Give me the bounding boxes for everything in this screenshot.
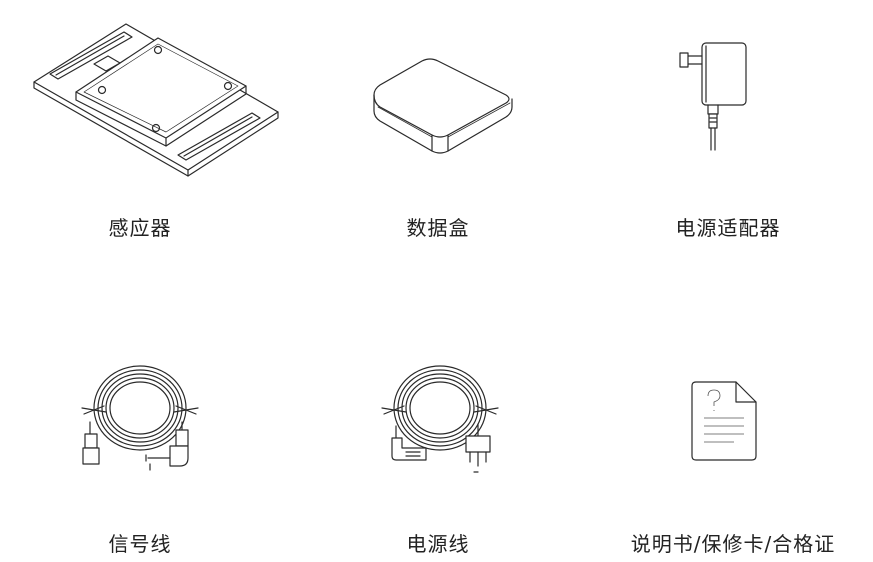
sensor-plate-icon [28, 20, 283, 177]
sensor-label: 感应器 [108, 216, 172, 240]
power-adapter-label: 电源适配器 [675, 216, 781, 240]
power-cable-icon [380, 362, 500, 477]
document-icon [690, 380, 760, 462]
data-box-icon [370, 55, 515, 155]
data-box-label: 数据盒 [406, 216, 470, 240]
signal-cable-label: 信号线 [108, 532, 172, 556]
usb-signal-cable-icon [80, 362, 200, 472]
power-cable-label: 电源线 [406, 532, 470, 556]
power-adapter-icon [678, 40, 753, 152]
manual-label: 说明书/保修卡/合格证 [630, 532, 836, 556]
